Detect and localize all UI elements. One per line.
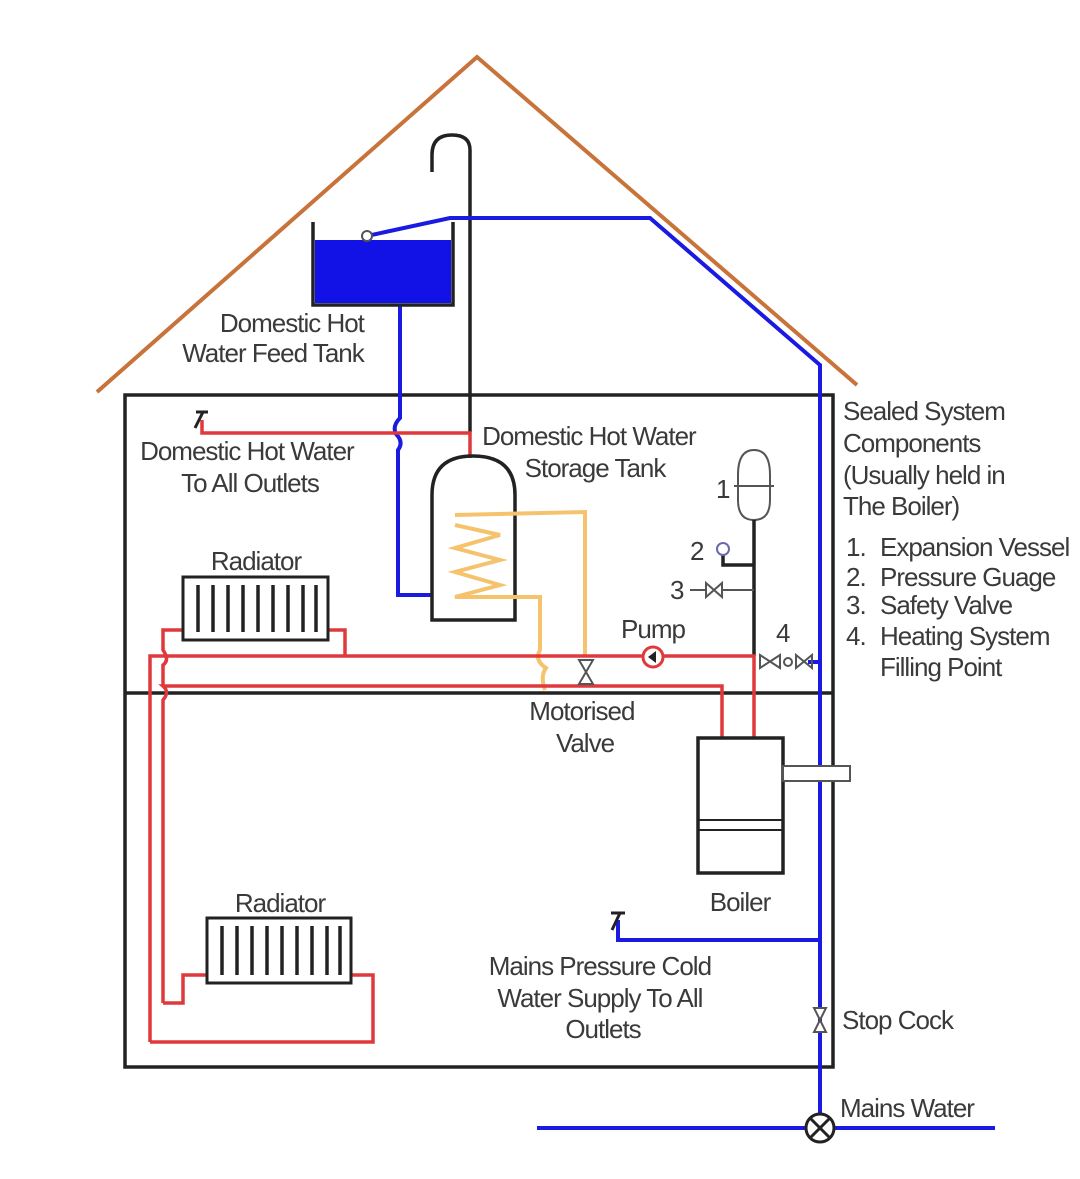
radiator-lower-label: Radiator xyxy=(235,888,327,918)
house-outline xyxy=(123,393,835,1069)
vent-pipe xyxy=(430,133,472,432)
safety-valve-icon xyxy=(690,580,754,600)
heating-flow-pipe xyxy=(148,654,756,1042)
boiler-flue xyxy=(782,765,851,782)
svg-text:Filling Point: Filling Point xyxy=(880,652,1003,682)
svg-text:Pressure Guage: Pressure Guage xyxy=(880,562,1056,592)
svg-text:3.: 3. xyxy=(846,590,866,620)
boiler xyxy=(696,736,851,875)
mains-valve-icon xyxy=(804,1112,836,1144)
cold-tap-icon xyxy=(610,911,625,931)
hot-water-outlet-pipe xyxy=(200,420,472,458)
upper-radiator-pipes xyxy=(161,628,347,686)
float-valve-icon xyxy=(361,230,373,242)
svg-text:2.: 2. xyxy=(846,562,866,592)
component-number-3: 3 xyxy=(670,575,684,605)
feed-tank xyxy=(311,222,455,307)
stop-cock-icon xyxy=(812,1007,828,1033)
radiator-upper xyxy=(181,575,330,642)
component-number-4: 4 xyxy=(776,618,790,648)
component-number-1: 1 xyxy=(716,474,730,504)
cold-supply-label: Mains Pressure Cold Water Supply To All … xyxy=(489,951,718,1044)
radiator-upper-label: Radiator xyxy=(211,546,303,576)
lower-radiator-pipes xyxy=(150,973,375,1044)
svg-text:Safety Valve: Safety Valve xyxy=(880,590,1013,620)
feed-tank-label: Domestic Hot Water Feed Tank xyxy=(182,308,370,368)
hot-tap-icon xyxy=(193,410,208,429)
pump-label: Pump xyxy=(621,614,685,644)
storage-tank-label: Domestic Hot Water Storage Tank xyxy=(482,421,702,483)
heating-return-pipe xyxy=(158,684,724,1003)
radiator-lower xyxy=(205,916,353,985)
gauge-pipe xyxy=(721,555,754,567)
cold-supply-pipe xyxy=(616,920,820,942)
storage-tank xyxy=(430,454,517,622)
svg-text:Expansion Vessel: Expansion Vessel xyxy=(880,532,1069,562)
stop-cock-label: Stop Cock xyxy=(842,1005,955,1035)
filling-point-icon xyxy=(759,652,813,671)
mains-water-label: Mains Water xyxy=(840,1093,975,1123)
sealed-system-heading: Sealed System Components (Usually held i… xyxy=(843,396,1011,521)
roof xyxy=(95,54,859,394)
dhw-outlets-label: Domestic Hot Water To All Outlets xyxy=(140,436,360,498)
boiler-label: Boiler xyxy=(710,887,772,917)
components-list: 1. Expansion Vessel 2. Pressure Guage 3.… xyxy=(846,532,1070,682)
heating-coil xyxy=(447,509,587,691)
feed-tank-water xyxy=(315,240,451,303)
svg-text:4.: 4. xyxy=(846,621,866,651)
cold-feed-pipe-mains xyxy=(366,216,822,1130)
component-number-2: 2 xyxy=(690,536,704,566)
motorised-valve-label: Motorised Valve xyxy=(529,696,640,758)
pump-arrow xyxy=(648,651,656,663)
svg-text:1.: 1. xyxy=(846,532,866,562)
motorised-valve-icon xyxy=(577,659,595,685)
cold-feed-to-cylinder xyxy=(392,305,432,597)
pressure-gauge-icon xyxy=(716,542,730,556)
svg-text:Heating System: Heating System xyxy=(880,621,1050,651)
